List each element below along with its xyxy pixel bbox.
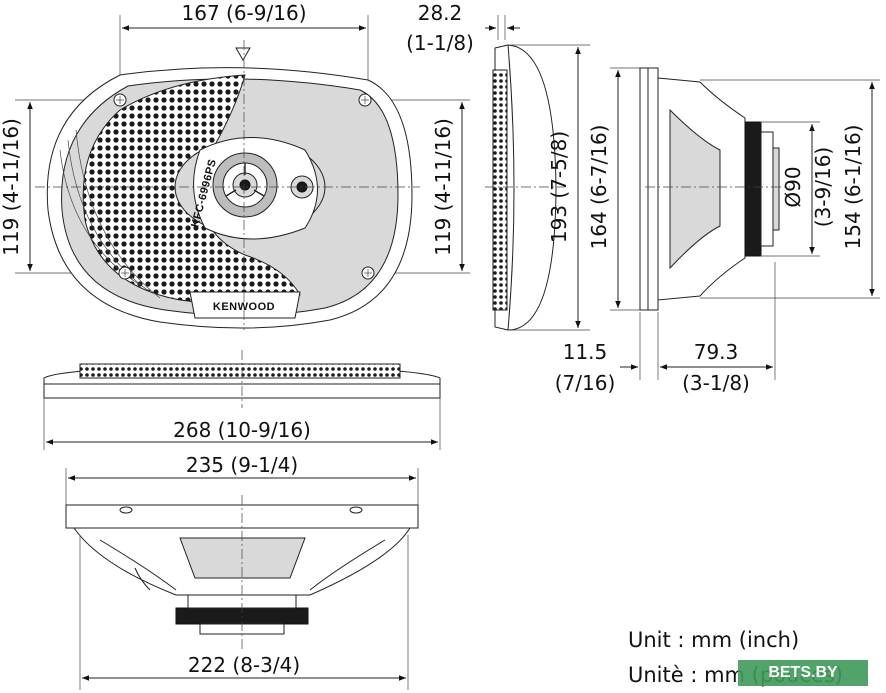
watermark-badge: BETS.BY [738, 660, 868, 686]
right-diameter-label-bottom: (3-9/16) [811, 147, 835, 227]
right-flange-label-bottom: (7/16) [555, 371, 616, 395]
right-view: 164 (6-7/16) Ø90 (3-9/16) 154 (6-1/16) 1… [555, 67, 880, 395]
right-diameter-label-top: Ø90 [781, 166, 805, 207]
right-depth-label-top: 79.3 [694, 340, 739, 364]
top-view: 268 (10-9/16) [43, 350, 441, 450]
right-outer-height-label: 154 (6-1/16) [841, 125, 865, 250]
side-depth-label-top: 28.2 [418, 1, 463, 25]
side-height-label: 193 (7-5/8) [547, 131, 571, 243]
top-width-label: 268 (10-9/16) [173, 418, 311, 442]
front-view: 167 (6-9/16) 119 (4-11/16) 119 (4-11/16) [0, 1, 470, 330]
side-depth-label-bottom: (1-1/8) [406, 31, 474, 55]
right-height-label: 164 (6-7/16) [587, 125, 611, 250]
right-flange-label-top: 11.5 [563, 340, 608, 364]
side-view: 28.2 (1-1/8) 193 (7-5/8) [406, 1, 590, 331]
front-width-label: 167 (6-9/16) [182, 1, 307, 25]
bottom-view: 235 (9-1/4) 222 (8-3/4) [65, 453, 419, 690]
unit-line-1: Unit : mm (inch) [628, 628, 799, 652]
bottom-base-label: 222 (8-3/4) [188, 653, 300, 677]
front-height-right-label: 119 (4-11/16) [431, 118, 455, 256]
right-depth-label-bottom: (3-1/8) [682, 371, 750, 395]
front-height-left-label: 119 (4-11/16) [0, 118, 23, 256]
bottom-width-label: 235 (9-1/4) [186, 453, 298, 477]
